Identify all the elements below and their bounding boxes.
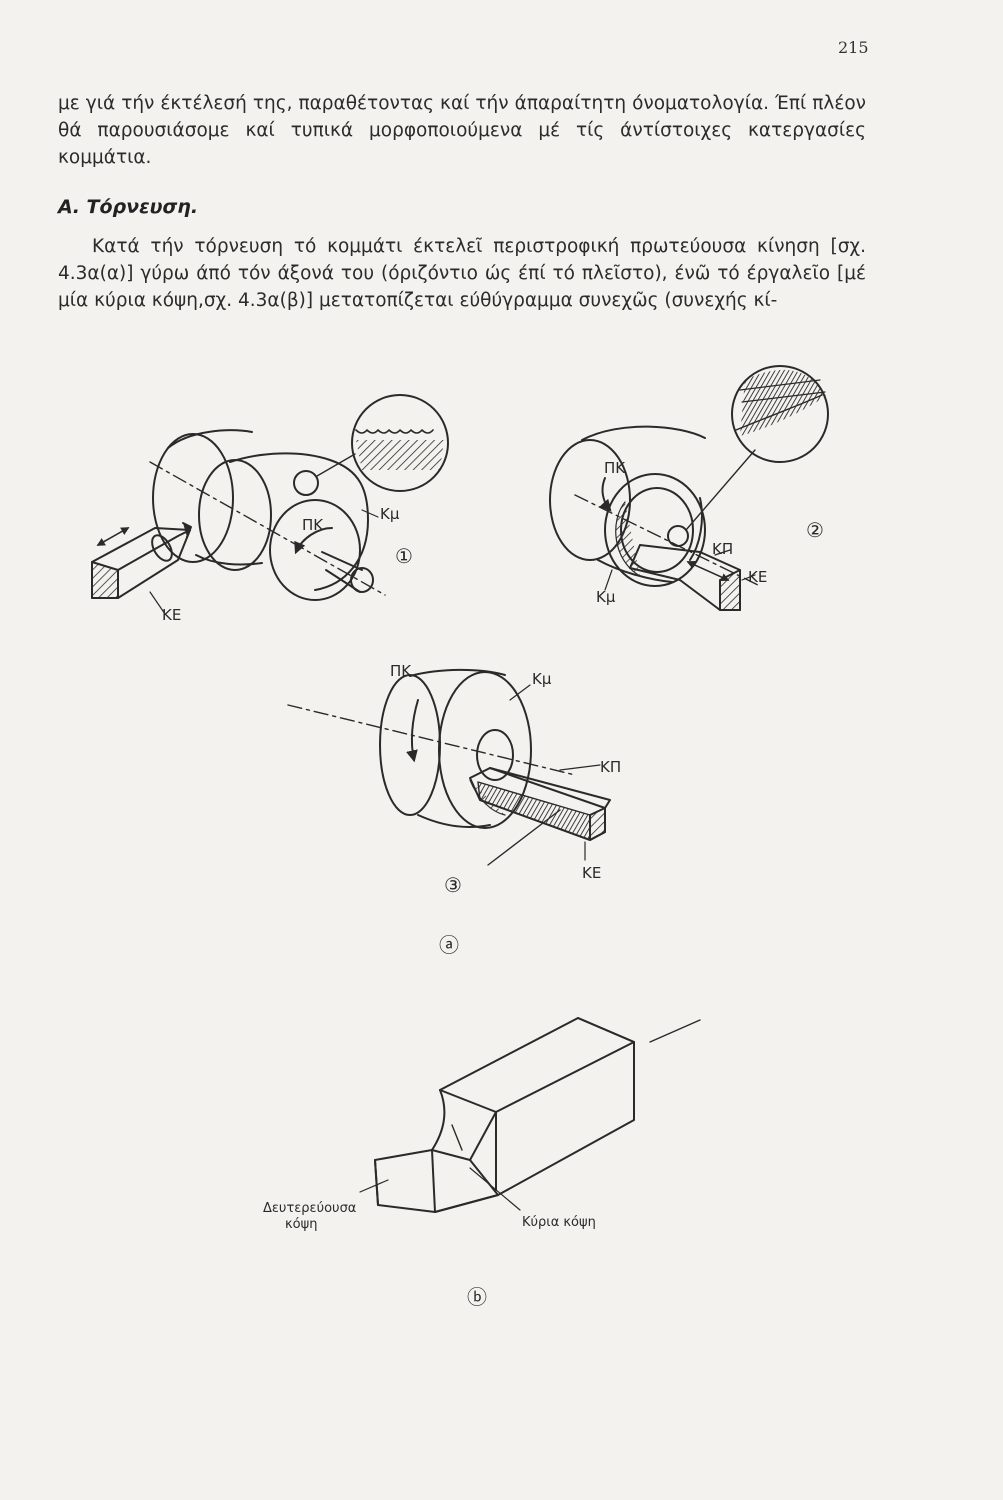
fig3-number: ③ [444,873,462,897]
page-number: 215 [838,38,869,57]
fig3-km-label: Κμ [532,670,552,688]
figure-a-label: ⓐ [439,933,459,957]
fig2-ke-label: ΚΕ [748,568,767,586]
figure-3-face-turning [287,668,611,866]
fig3-ke-label: ΚΕ [582,864,601,882]
figure-b-label: ⓑ [467,1285,487,1309]
fig3-kp-label: ΚΠ [600,758,621,776]
secondary-edge-label-line1: Δευτερεύουσα [263,1201,356,1216]
fig3-pk-label: ΠΚ [390,662,412,680]
fig1-ke-label: ΚΕ [162,606,181,624]
section-heading: Α. Τόρνευση. [58,196,199,218]
figure-2-internal-turning [549,365,829,611]
fig2-number: ② [806,518,824,542]
main-edge-label: Κύρια κόψη [522,1215,596,1230]
fig2-kp-label: ΚΠ [712,540,733,558]
figure-b-cutting-tool [359,1017,701,1213]
fig1-number: ① [395,544,413,568]
fig2-pk-label: ΠΚ [604,459,626,477]
fig2-km-label: Κμ [596,588,616,606]
intro-paragraph: με γιά τήν έκτέλεσή της, παραθέτοντας κα… [58,93,866,168]
secondary-edge-label-line2: κόψη [285,1217,317,1232]
fig1-km-label: Κμ [380,505,400,523]
figure-1-external-turning [91,394,449,615]
fig1-pk-label: ΠΚ [302,516,324,534]
turning-paragraph: Κατά τήν τόρνευση τό κομμάτι έκτελεῖ περ… [58,236,866,311]
